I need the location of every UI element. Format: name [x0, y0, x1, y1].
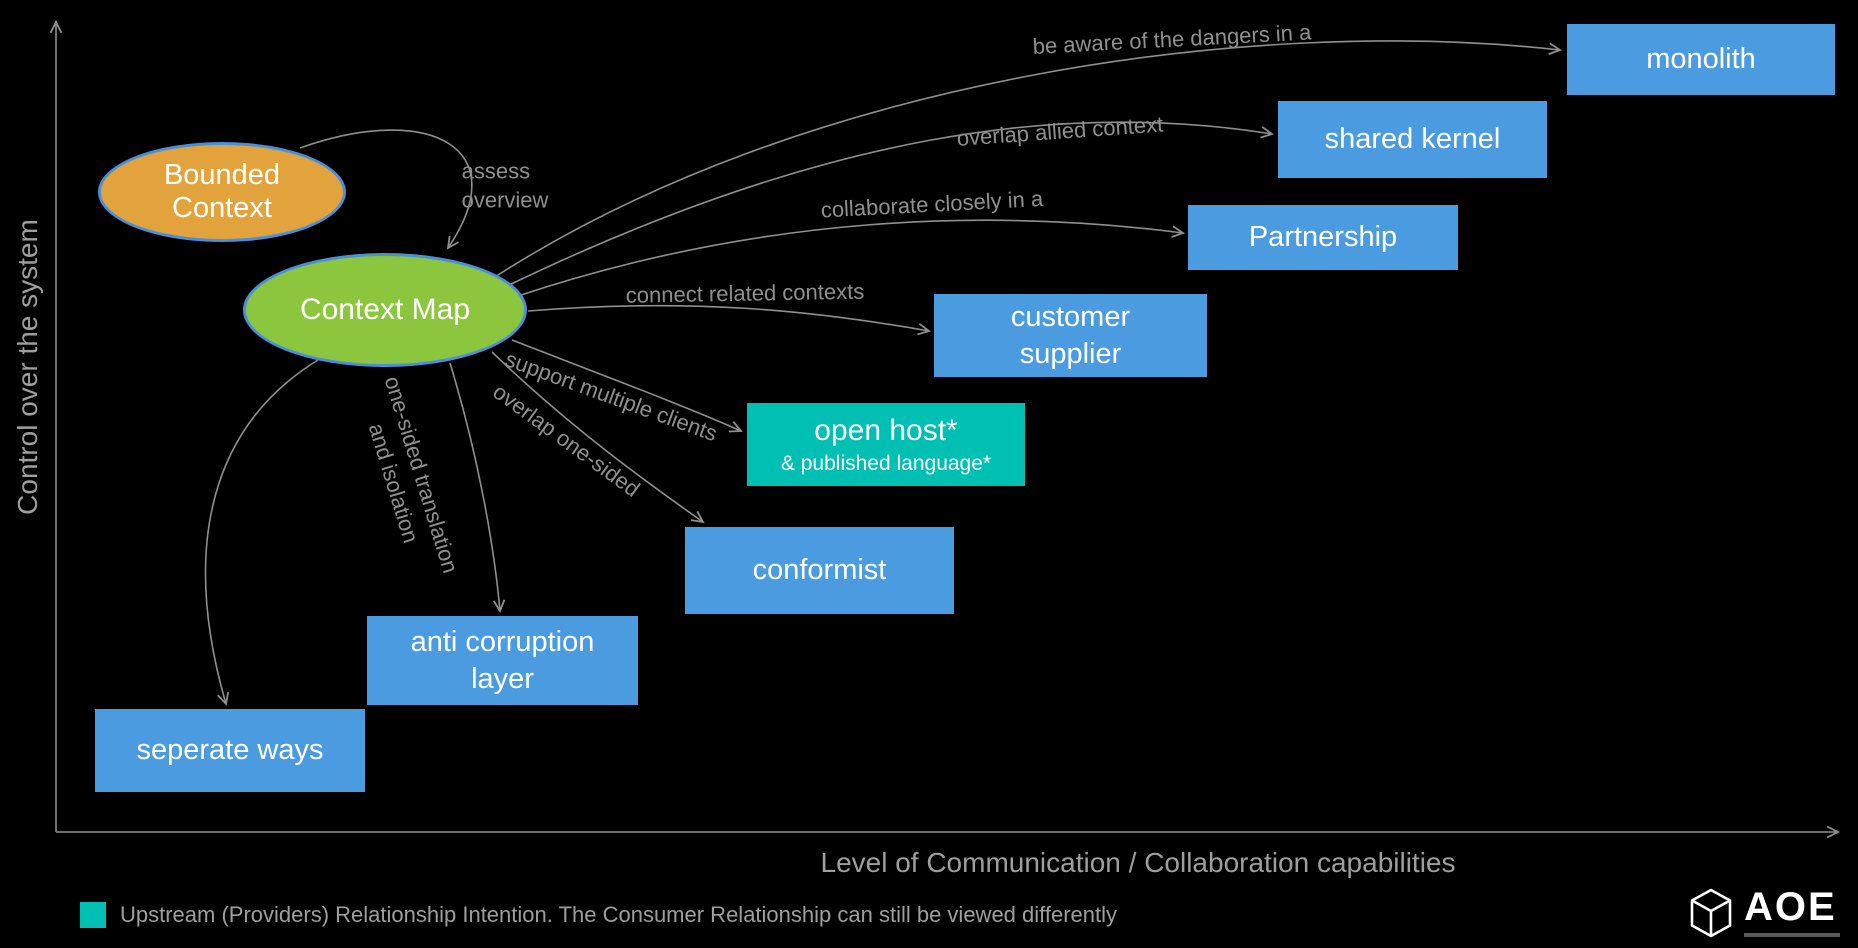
arrow-to-anti-corruption-layer	[449, 362, 506, 614]
y-axis-label: Control over the system	[12, 219, 43, 515]
arrow-to-open-host	[511, 339, 743, 433]
arrow-assess-overview	[299, 129, 473, 250]
box-customer-supplier: customer supplier	[934, 294, 1207, 377]
logo-tagline	[1744, 933, 1840, 937]
box-conformist: conformist	[685, 527, 954, 614]
edge-label-assess-overview: assess overview	[461, 158, 549, 212]
arrow-to-partnership	[514, 219, 1185, 298]
cube-icon	[1690, 888, 1732, 938]
box-anti-corruption-layer: anti corruption layer	[367, 616, 638, 705]
legend: Upstream (Providers) Relationship Intent…	[80, 902, 1117, 928]
box-open-host-subtitle: & published language*	[780, 452, 992, 476]
legend-text: Upstream (Providers) Relationship Intent…	[120, 902, 1118, 927]
box-seperate-ways: seperate ways	[95, 709, 365, 792]
x-axis-label: Level of Communication / Collaboration c…	[820, 847, 1456, 878]
box-shared-kernel: shared kernel	[1278, 101, 1547, 178]
arrow-to-monolith	[494, 40, 1562, 278]
legend-teal-swatch	[80, 902, 106, 928]
arrow-to-shared-kernel	[504, 121, 1274, 288]
edge-label-customer-supplier: connect related contexts	[625, 278, 865, 308]
arrow-to-conformist	[491, 351, 705, 524]
box-monolith: monolith	[1567, 24, 1835, 95]
node-bounded-context: Bounded Context	[98, 142, 346, 242]
aoe-logo: AOE	[1688, 887, 1840, 939]
node-context-map: Context Map	[243, 253, 527, 367]
box-partnership: Partnership	[1188, 205, 1458, 270]
logo-text: AOE	[1744, 885, 1837, 929]
arrow-to-seperate-ways	[204, 359, 319, 706]
arrow-to-customer-supplier	[527, 304, 931, 336]
box-open-host: open host* & published language*	[747, 403, 1025, 486]
box-open-host-title: open host*	[814, 413, 958, 447]
